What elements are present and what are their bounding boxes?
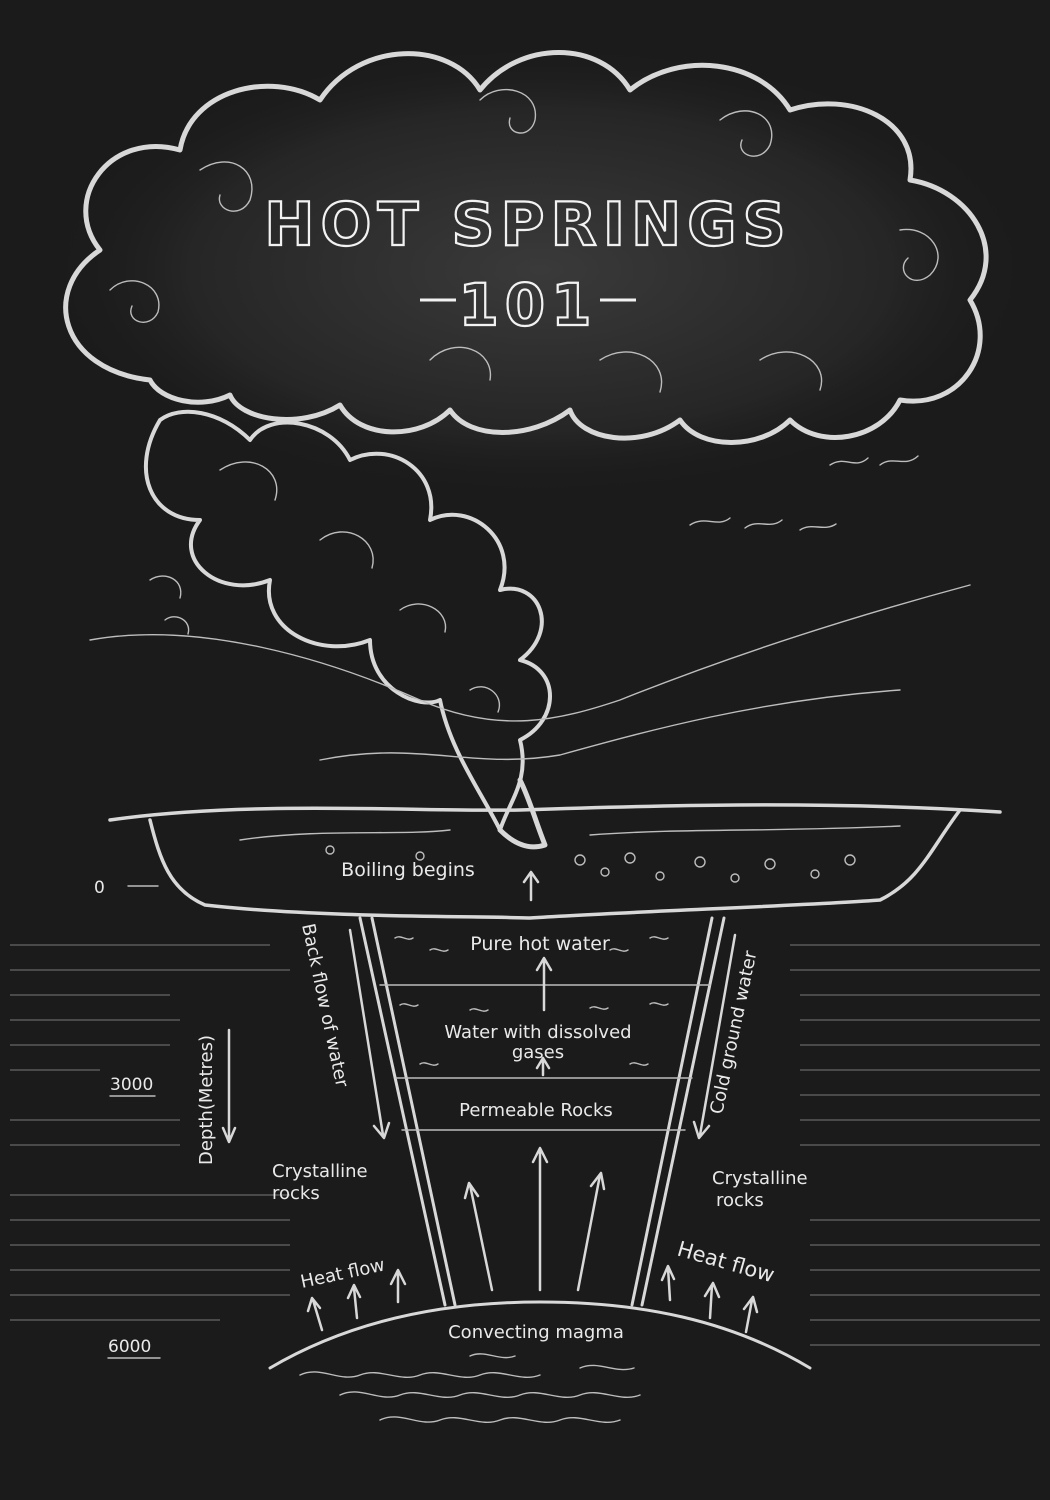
label-crystalline-right-2: rocks [716, 1190, 764, 1211]
hills [89, 584, 971, 761]
depth-axis: 0 3000 6000 [94, 878, 161, 1359]
page-title: HOT SPRINGS [264, 190, 791, 260]
conduit-funnel [358, 916, 726, 1307]
label-dissolved-gases-1: Water with dissolved [444, 1022, 631, 1043]
side-flow-arrows [221, 928, 737, 1144]
label-boiling-begins: Boiling begins [341, 859, 475, 881]
steam-cloud-icon [40, 40, 1040, 500]
up-arrow-icon [306, 870, 759, 1334]
label-convecting-magma: Convecting magma [448, 1322, 624, 1343]
title-number: 101 [458, 271, 597, 339]
depth-tick-0: 0 [94, 878, 105, 898]
label-permeable-rocks: Permeable Rocks [459, 1100, 613, 1121]
rock-strata [10, 944, 1040, 1346]
label-pure-hot-water: Pure hot water [470, 933, 610, 955]
magma-dome [268, 1300, 812, 1424]
wind-lines [689, 455, 919, 531]
steam-plume-icon [143, 409, 552, 850]
depth-tick-3000: 3000 [110, 1075, 153, 1095]
label-crystalline-left-2: rocks [272, 1183, 320, 1204]
label-dissolved-gases-2: gases [512, 1042, 564, 1063]
ground-pool [108, 803, 1002, 920]
label-crystalline-right-1: Crystalline [712, 1168, 808, 1189]
label-crystalline-left-1: Crystalline [272, 1161, 368, 1182]
title-number-group: 101 [420, 270, 636, 340]
depth-axis-label: Depth(Metres) [196, 1035, 217, 1165]
depth-tick-6000: 6000 [108, 1337, 151, 1357]
